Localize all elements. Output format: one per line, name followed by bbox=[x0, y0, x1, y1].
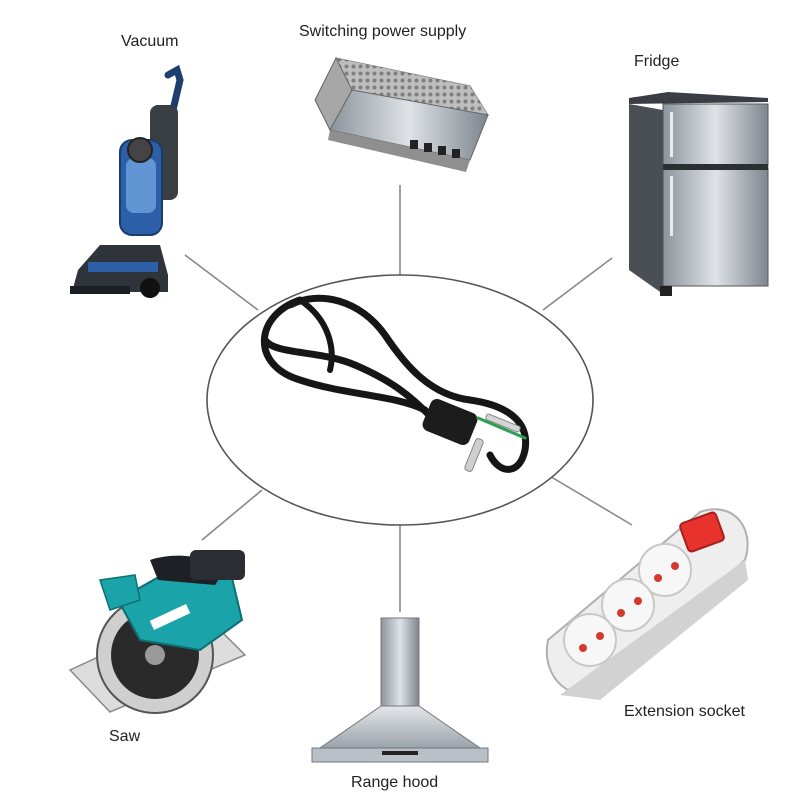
label-saw: Saw bbox=[109, 728, 141, 745]
connector-line-saw bbox=[201, 489, 263, 541]
label-power-supply: Switching power supply bbox=[299, 23, 467, 40]
label-vacuum: Vacuum bbox=[121, 33, 179, 50]
connector-line-vacuum bbox=[184, 254, 259, 311]
label-fridge: Fridge bbox=[634, 53, 680, 70]
label-extension-socket: Extension socket bbox=[624, 703, 745, 720]
connector-line-fridge bbox=[542, 257, 613, 311]
fridge-icon bbox=[629, 92, 769, 296]
connector-lines bbox=[184, 185, 633, 612]
label-range-hood: Range hood bbox=[351, 774, 439, 791]
circular-saw-icon bbox=[68, 550, 247, 714]
range-hood-icon bbox=[311, 617, 489, 763]
connector-line-socket bbox=[547, 474, 633, 526]
vacuum-icon bbox=[70, 64, 184, 298]
extension-socket-icon bbox=[545, 508, 749, 700]
power-cord-icon bbox=[260, 294, 530, 473]
power-supply-icon bbox=[314, 56, 490, 172]
